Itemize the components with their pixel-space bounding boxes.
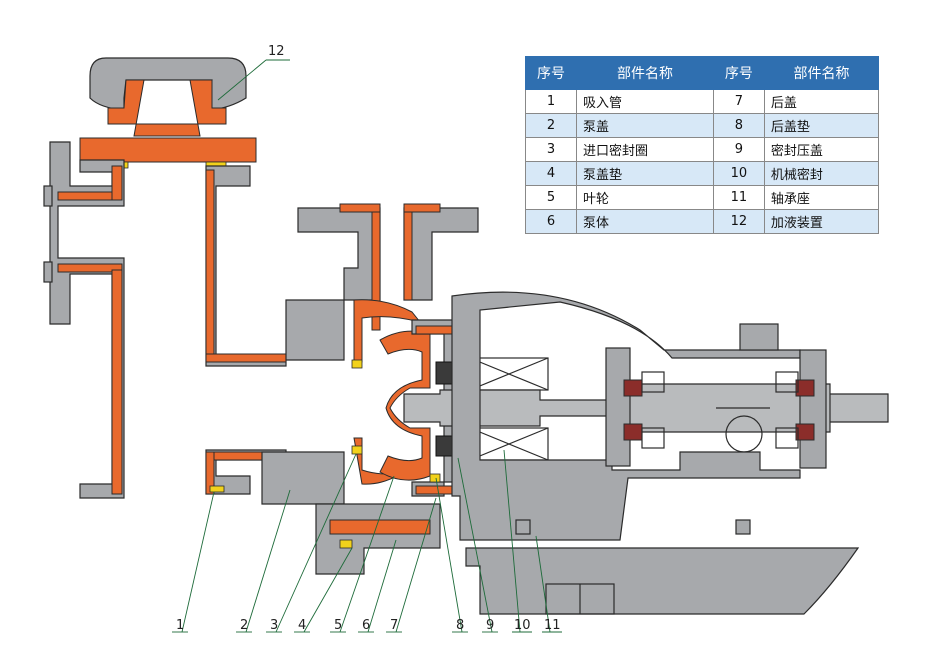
callout-3: 3 <box>270 618 278 633</box>
callout-9: 9 <box>486 618 494 633</box>
parts-table-header: 序号 部件名称 序号 部件名称 <box>525 56 880 90</box>
callout-2: 2 <box>240 618 248 633</box>
part-number: 1 <box>525 89 577 114</box>
part-number: 3 <box>525 137 577 162</box>
part-name: 泵盖垫 <box>576 161 714 186</box>
part-number: 12 <box>712 209 765 234</box>
part-name: 泵盖 <box>576 113 714 138</box>
header-part-name-left: 部件名称 <box>576 56 714 90</box>
part-number: 11 <box>712 185 765 210</box>
callout-12: 12 <box>268 44 285 59</box>
pump-shaft <box>403 383 889 453</box>
part-name: 轴承座 <box>763 185 880 210</box>
part-name: 叶轮 <box>576 185 714 210</box>
suction-pipe <box>43 141 125 499</box>
part-name: 加液装置 <box>763 209 880 234</box>
callout-10: 10 <box>514 618 531 633</box>
callout-6: 6 <box>362 618 370 633</box>
parts-table: 序号 部件名称 序号 部件名称 1 吸入管 7 后盖 2 泵盖 8 后盖垫 3 … <box>525 56 880 234</box>
part-number: 9 <box>712 137 765 162</box>
callout-1: 1 <box>176 618 184 633</box>
base-frame <box>465 547 860 615</box>
part-name: 吸入管 <box>576 89 714 114</box>
table-row: 4 泵盖垫 10 机械密封 <box>525 161 880 186</box>
table-row: 6 泵体 12 加液装置 <box>525 209 880 234</box>
part-number: 7 <box>712 89 765 114</box>
pump-casing <box>261 203 479 575</box>
leader-lines <box>172 59 562 633</box>
part-number: 2 <box>525 113 577 138</box>
filling-device <box>79 57 257 169</box>
callout-8: 8 <box>456 618 464 633</box>
callout-5: 5 <box>334 618 342 633</box>
part-name: 后盖 <box>763 89 880 114</box>
table-row: 2 泵盖 8 后盖垫 <box>525 113 880 138</box>
part-name: 后盖垫 <box>763 113 880 138</box>
header-number-left: 序号 <box>525 56 577 90</box>
table-row: 1 吸入管 7 后盖 <box>525 89 880 114</box>
callout-numbers: 12 1 2 3 4 5 6 7 8 9 10 11 <box>176 44 561 633</box>
part-name: 进口密封圈 <box>576 137 714 162</box>
header-part-name-right: 部件名称 <box>763 56 880 90</box>
callout-7: 7 <box>390 618 398 633</box>
part-number: 8 <box>712 113 765 138</box>
callout-4: 4 <box>298 618 306 633</box>
part-number: 10 <box>712 161 765 186</box>
part-number: 5 <box>525 185 577 210</box>
table-row: 3 进口密封圈 9 密封压盖 <box>525 137 880 162</box>
header-number-right: 序号 <box>712 56 765 90</box>
part-name: 泵体 <box>576 209 714 234</box>
connecting-pipe <box>205 165 287 495</box>
part-number: 4 <box>525 161 577 186</box>
bearing-housing <box>451 291 827 541</box>
part-name: 密封压盖 <box>763 137 880 162</box>
part-name: 机械密封 <box>763 161 880 186</box>
callout-11: 11 <box>544 618 561 633</box>
table-row: 5 叶轮 11 轴承座 <box>525 185 880 210</box>
part-number: 6 <box>525 209 577 234</box>
